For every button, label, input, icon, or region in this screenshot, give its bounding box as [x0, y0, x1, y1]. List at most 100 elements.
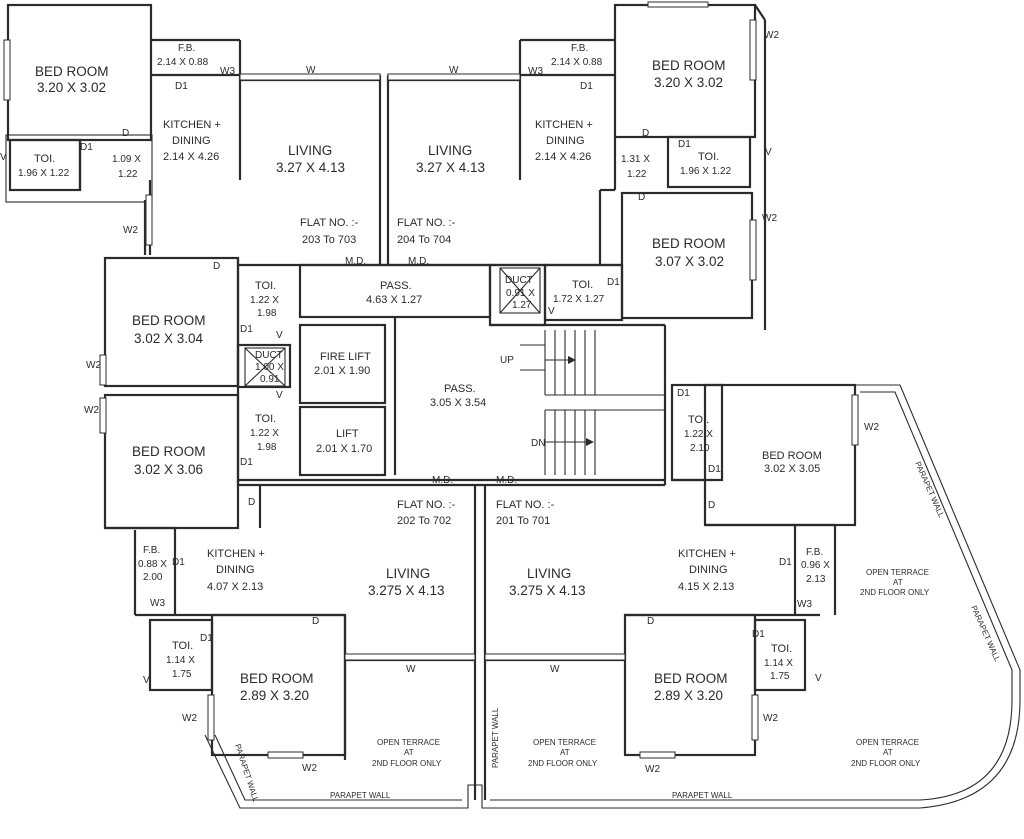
door-mark: D [248, 497, 255, 508]
window-mark: W2 [762, 213, 777, 224]
terrace-label: AT [883, 748, 893, 757]
door-mark: D1 [175, 81, 188, 92]
fb-dims: 2.00 [143, 572, 163, 583]
bedroom-dims: 3.07 X 3.02 [655, 254, 724, 269]
terrace-label: OPEN TERRACE [856, 738, 919, 747]
kitchen-label: KITCHEN + [163, 119, 221, 131]
kitchen-dims: 2.14 X 4.26 [535, 151, 591, 163]
duct-dims: 1.00 X [255, 362, 284, 373]
window-mark: V [0, 152, 7, 163]
fb-label: F.B. [806, 547, 823, 558]
window-mark: W2 [84, 405, 99, 416]
bedroom-dims: 3.02 X 3.05 [764, 463, 820, 475]
toilet-dims: 1.75 [172, 669, 192, 680]
bedroom-label: BED ROOM [240, 671, 314, 686]
bedroom-dims: 3.20 X 3.02 [654, 75, 723, 90]
fb-dims: 2.14 X 0.88 [551, 57, 603, 68]
parapet-wall-label: PARAPET WALL [491, 707, 500, 768]
door-mark: D [122, 128, 129, 139]
ducts [244, 267, 541, 387]
bedroom-dims: 2.89 X 3.20 [654, 688, 723, 703]
kitchen-dims: 4.15 X 2.13 [678, 581, 734, 593]
door-mark: D1 [240, 457, 253, 468]
fb-label: F.B. [178, 43, 195, 54]
living-label: LIVING [527, 566, 571, 581]
passage-dims: 4.63 X 1.27 [366, 294, 422, 306]
dining-label: DINING [216, 564, 255, 576]
door-mark: D1 [677, 388, 690, 399]
kitchen-label: KITCHEN + [678, 548, 736, 560]
flat-range: 203 To 703 [302, 234, 356, 246]
living-label: LIVING [386, 566, 430, 581]
stair-down-label: DN [531, 438, 545, 449]
bedroom-label: BED ROOM [652, 236, 726, 251]
window-mark: W2 [645, 764, 660, 775]
toilet-label: TOI. [698, 151, 719, 163]
door-mark: D [213, 261, 220, 272]
living-dims: 3.27 X 4.13 [416, 160, 485, 175]
door-mark: D1 [580, 81, 593, 92]
window-mark: W [306, 65, 316, 76]
toilet-dims: 1.96 X 1.22 [18, 168, 70, 179]
fb-dims: 2.13 [806, 574, 826, 585]
flat-no-label: FLAT NO. :- [300, 217, 359, 229]
stair-up-label: UP [500, 355, 514, 366]
window-mark: V [276, 390, 283, 401]
bedroom-label: BED ROOM [132, 444, 206, 459]
window-mark: W [449, 65, 459, 76]
passage-label: PASS. [380, 280, 412, 292]
toilet-label: TOI. [255, 280, 276, 292]
terrace-label: AT [893, 578, 903, 587]
passage-dims: 1.09 X [112, 154, 141, 165]
parapet-wall-label: PARAPET WALL [672, 791, 733, 800]
window-mark: V [548, 306, 555, 317]
windows [3, 1, 859, 759]
toilet-label: TOI. [172, 640, 193, 652]
fb-label: F.B. [143, 545, 160, 556]
toilet-label: TOI. [688, 414, 709, 426]
bedroom-dims: 3.20 X 3.02 [37, 80, 106, 95]
main-door-mark: M.D. [432, 475, 453, 486]
toilet-dims: 1.22 X [684, 429, 713, 440]
terrace-label: OPEN TERRACE [377, 738, 440, 747]
fire-lift-dims: 2.01 X 1.90 [314, 365, 370, 377]
passage-label: PASS. [444, 383, 476, 395]
terrace-label: AT [560, 748, 570, 757]
window-mark: W2 [763, 713, 778, 724]
terrace-label: AT [404, 748, 414, 757]
toilet-dims: 1.14 X [764, 658, 793, 669]
window-mark: W2 [764, 30, 779, 41]
bedroom-dims: 3.02 X 3.06 [134, 462, 203, 477]
window-mark: W [550, 664, 560, 675]
door-mark: D1 [240, 324, 253, 335]
flat-no-label: FLAT NO. :- [397, 499, 456, 511]
terrace-label: OPEN TERRACE [866, 568, 929, 577]
lift-dims: 2.01 X 1.70 [316, 443, 372, 455]
terrace-label: 2ND FLOOR ONLY [851, 759, 921, 768]
parapet-wall-label: PARAPET WALL [233, 743, 260, 804]
walls [5, 3, 1021, 809]
window-mark: V [815, 673, 822, 684]
living-dims: 3.275 X 4.13 [368, 583, 445, 598]
terrace-label: 2ND FLOOR ONLY [528, 759, 598, 768]
toilet-label: TOI. [34, 153, 55, 165]
dining-label: DINING [172, 135, 211, 147]
passage-dims: 1.31 X [621, 154, 650, 165]
bedroom-dims: 3.02 X 3.04 [134, 331, 204, 346]
toilet-dims: 1.98 [257, 442, 277, 453]
passage-dims: 1.22 [118, 169, 138, 180]
toilet-label: TOI. [255, 413, 276, 425]
bedroom-dims: 2.89 X 3.20 [240, 688, 309, 703]
kitchen-label: KITCHEN + [207, 548, 265, 560]
duct-dims: 0.91 [260, 374, 280, 385]
window-mark: W2 [302, 763, 317, 774]
terrace-label: 2ND FLOOR ONLY [372, 759, 442, 768]
passage-dims: 3.05 X 3.54 [430, 397, 486, 409]
bedroom-label: BED ROOM [762, 450, 822, 462]
bedroom-label: BED ROOM [652, 58, 726, 73]
staircase [520, 330, 665, 475]
window-mark: W2 [864, 422, 879, 433]
toilet-dims: 1.75 [770, 671, 790, 682]
bedroom-label: BED ROOM [35, 64, 109, 79]
